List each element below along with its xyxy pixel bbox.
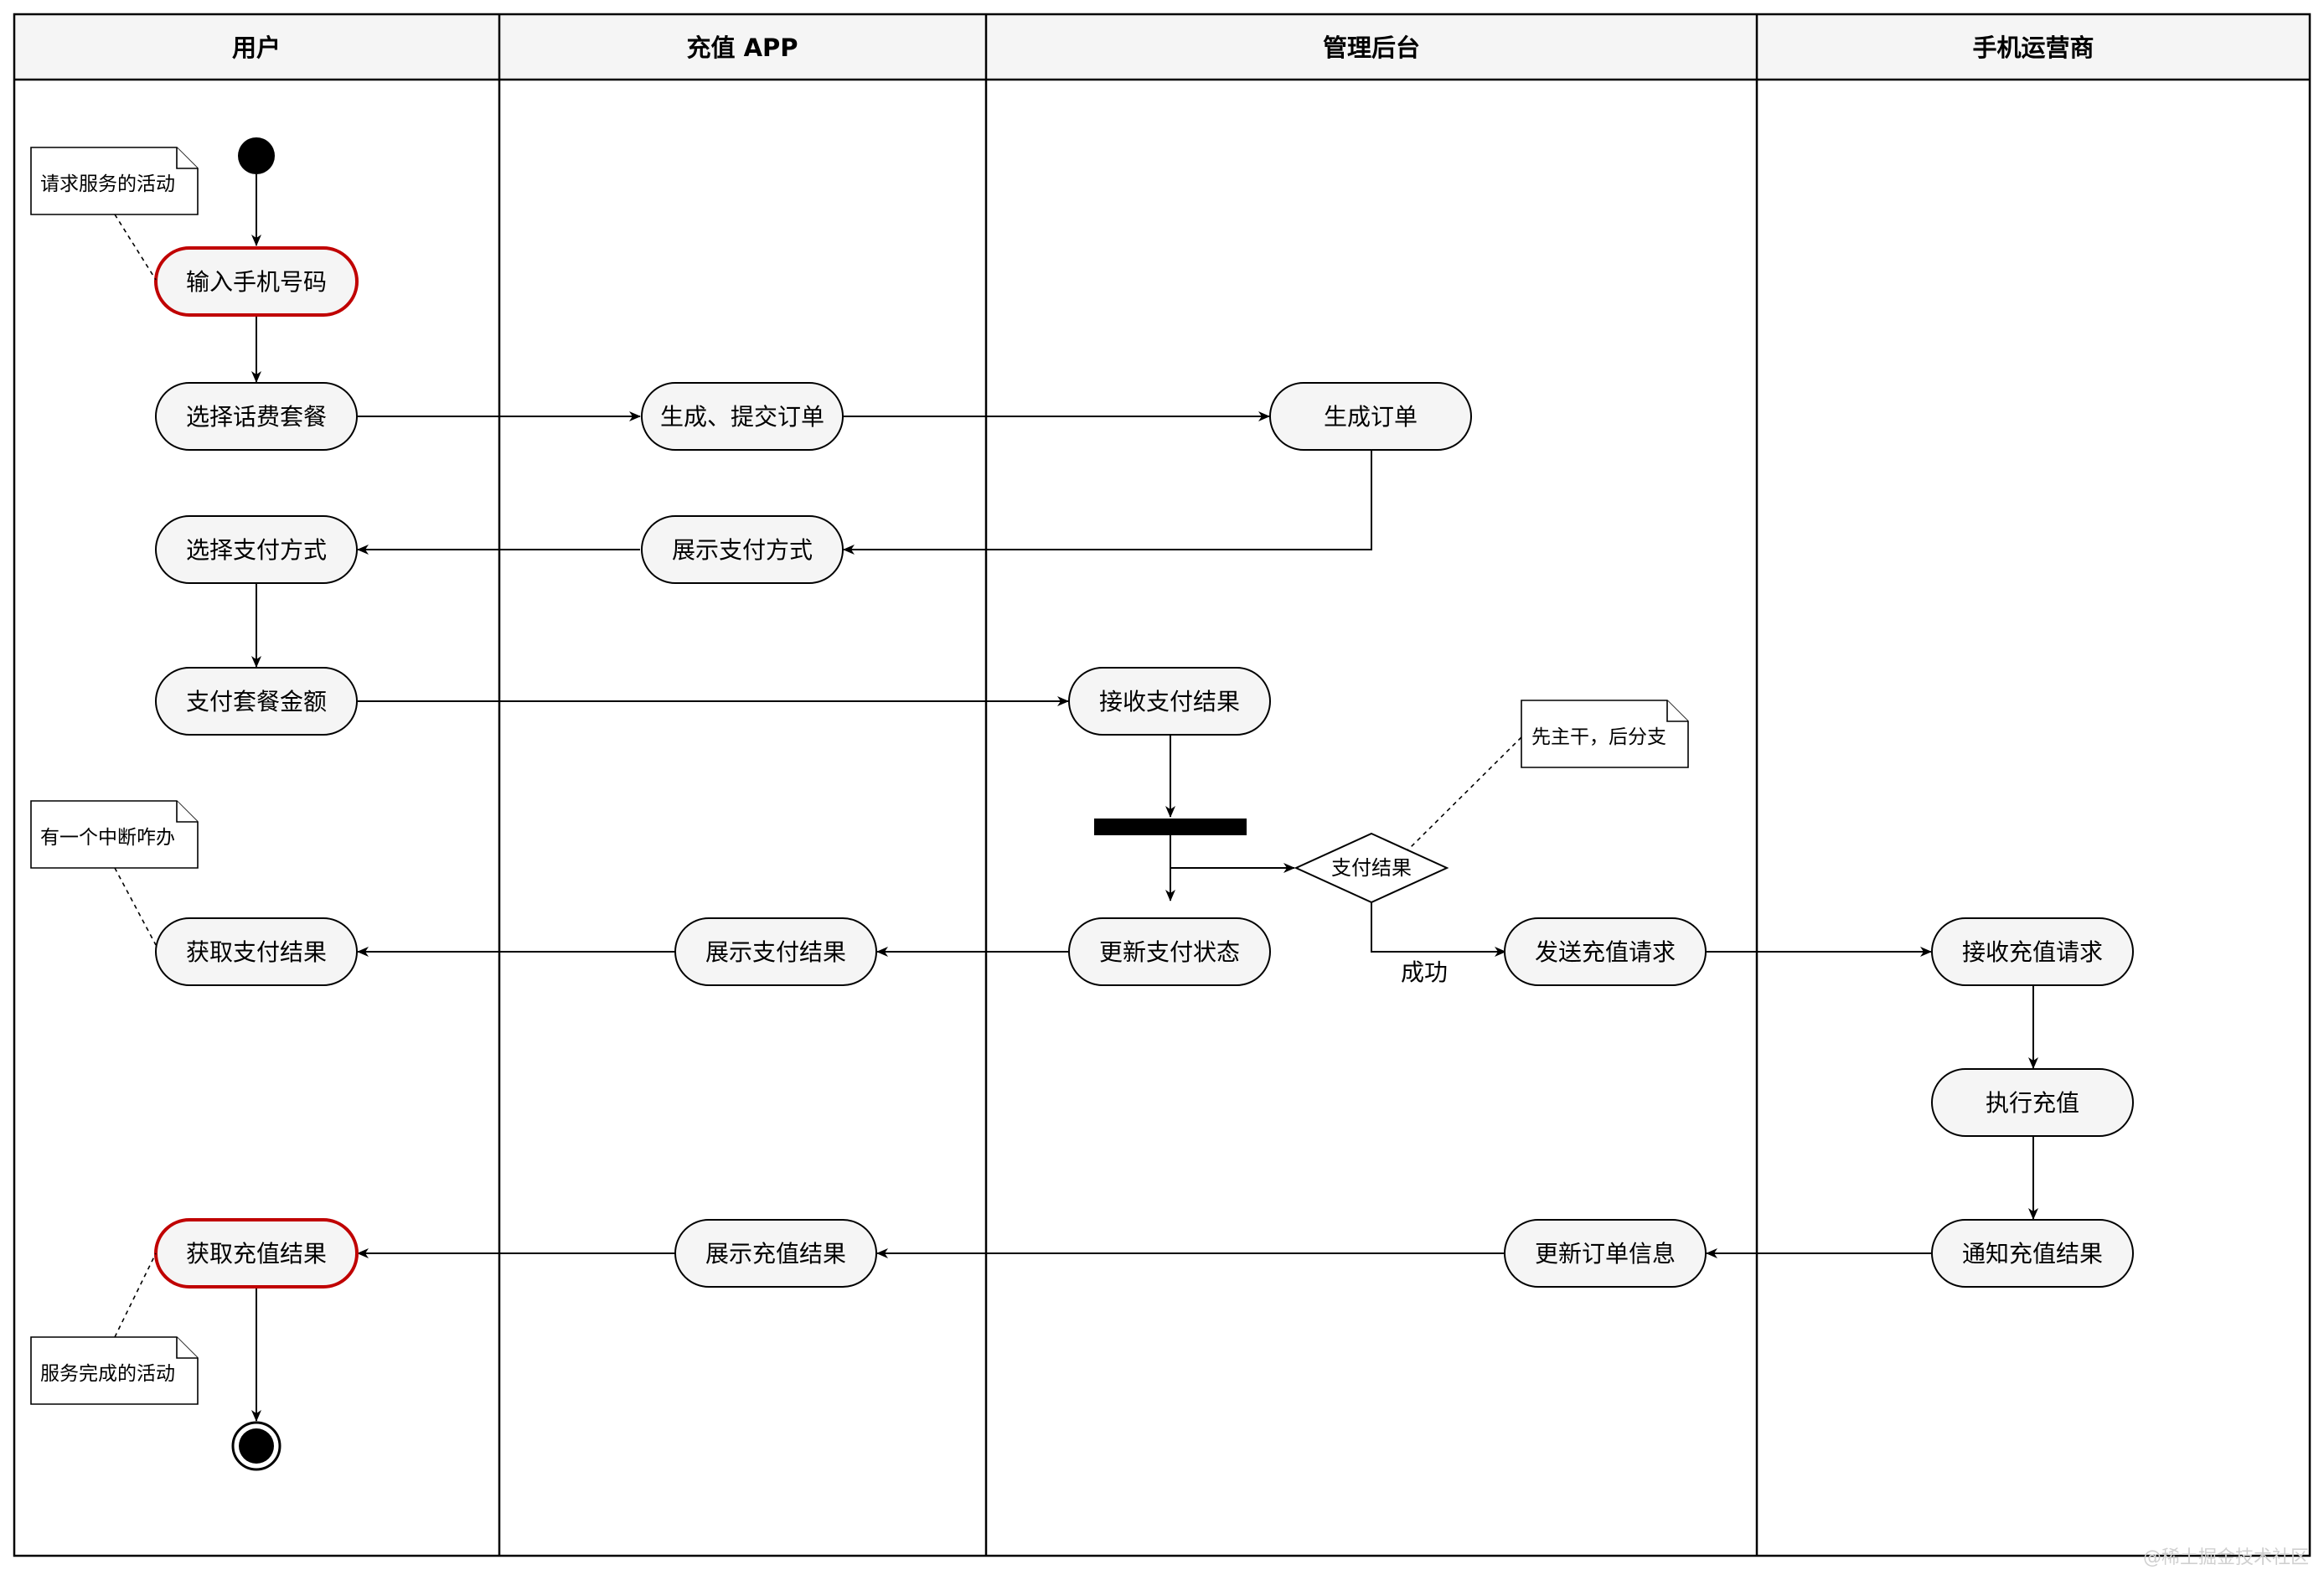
activity-select-plan: 选择话费套餐	[155, 382, 358, 451]
svg-text:选择话费套餐: 选择话费套餐	[186, 403, 327, 431]
swimlane-frame	[13, 13, 2311, 1557]
flow-connectors	[251, 174, 2038, 1422]
svg-text:获取充值结果: 获取充值结果	[186, 1240, 327, 1268]
svg-text:展示支付方式: 展示支付方式	[672, 536, 813, 564]
activity-get-pay-result: 获取支付结果	[155, 917, 358, 986]
svg-text:服务完成的活动: 服务完成的活动	[40, 1363, 175, 1385]
start-node	[238, 137, 275, 174]
activity-select-pay-method: 选择支付方式	[155, 515, 358, 584]
svg-text:接收支付结果: 接收支付结果	[1099, 688, 1240, 715]
note-link-interrupt	[114, 867, 157, 946]
note-interrupt: 有一个中断咋办	[30, 800, 199, 869]
lane-title-user: 用户	[232, 34, 281, 62]
activity-receive-pay-result: 接收支付结果	[1068, 667, 1271, 736]
activity-show-pay-result: 展示支付结果	[674, 917, 877, 986]
decision-payment-result: 支付结果	[1294, 832, 1449, 904]
note-main-then-branch: 先主干，后分支	[1521, 700, 1689, 768]
svg-text:更新订单信息: 更新订单信息	[1535, 1240, 1676, 1268]
lane-title-admin: 管理后台	[1323, 34, 1420, 62]
svg-text:接收充值请求: 接收充值请求	[1962, 938, 2103, 966]
decision-label: 支付结果	[1331, 856, 1412, 880]
activity-pay-amount: 支付套餐金额	[155, 667, 358, 736]
activity-get-recharge-result: 获取充值结果	[154, 1218, 359, 1289]
svg-text:展示充值结果: 展示充值结果	[705, 1240, 846, 1268]
svg-text:获取支付结果: 获取支付结果	[186, 938, 327, 966]
activity-gen-submit-order: 生成、提交订单	[641, 382, 844, 451]
lane-title-app: 充值 APP	[686, 34, 798, 62]
svg-text:更新支付状态: 更新支付状态	[1099, 938, 1240, 966]
note-link-service-done	[114, 1252, 157, 1338]
activity-update-order-info: 更新订单信息	[1504, 1219, 1707, 1288]
svg-text:输入手机号码: 输入手机号码	[186, 268, 327, 296]
svg-text:通知充值结果: 通知充值结果	[1962, 1240, 2103, 1268]
activity-update-pay-status: 更新支付状态	[1068, 917, 1271, 986]
svg-text:发送充值请求: 发送充值请求	[1535, 938, 1676, 966]
activity-do-recharge: 执行充值	[1931, 1068, 2134, 1137]
watermark: @稀土掘金技术社区	[2143, 1547, 2309, 1568]
svg-text:有一个中断咋办: 有一个中断咋办	[40, 827, 175, 849]
note-request-service: 请求服务的活动	[30, 147, 199, 215]
svg-text:选择支付方式: 选择支付方式	[186, 536, 327, 564]
note-link-main-then-branch	[1407, 736, 1522, 851]
activity-receive-recharge-request: 接收充值请求	[1931, 917, 2134, 986]
activity-gen-order: 生成订单	[1269, 382, 1472, 451]
activity-show-recharge-result: 展示充值结果	[674, 1219, 877, 1288]
branch-label-success: 成功	[1401, 958, 1448, 986]
svg-text:支付套餐金额: 支付套餐金额	[186, 688, 327, 715]
svg-text:展示支付结果: 展示支付结果	[705, 938, 846, 966]
lane-title-carrier: 手机运营商	[1972, 34, 2094, 62]
activity-notify-recharge-result: 通知充值结果	[1931, 1219, 2134, 1288]
svg-text:先主干，后分支: 先主干，后分支	[1531, 726, 1666, 748]
activity-show-pay-method: 展示支付方式	[641, 515, 844, 584]
end-node	[231, 1421, 281, 1471]
svg-text:生成、提交订单: 生成、提交订单	[660, 403, 824, 431]
note-link-request-service	[114, 214, 157, 281]
activity-input-phone: 输入手机号码	[154, 246, 359, 317]
svg-text:请求服务的活动: 请求服务的活动	[40, 173, 175, 195]
fork-bar	[1094, 819, 1247, 835]
svg-text:生成订单: 生成订单	[1324, 403, 1418, 431]
activity-send-recharge-request: 发送充值请求	[1504, 917, 1707, 986]
note-service-done: 服务完成的活动	[30, 1336, 199, 1405]
svg-text:执行充值: 执行充值	[1986, 1089, 2079, 1117]
